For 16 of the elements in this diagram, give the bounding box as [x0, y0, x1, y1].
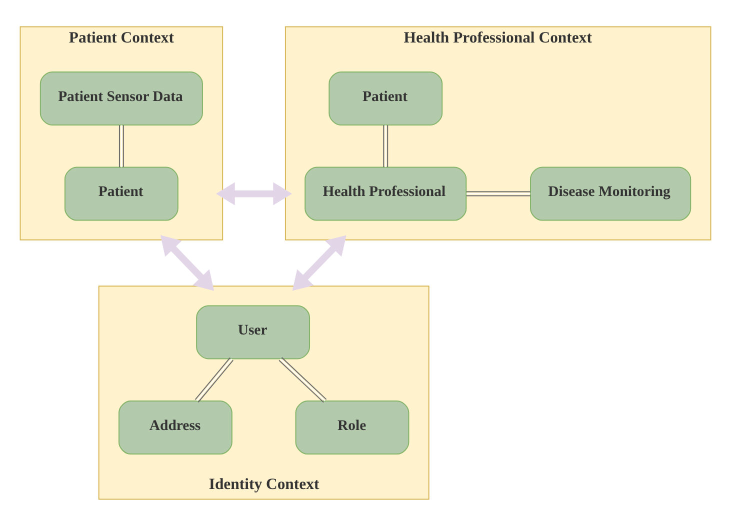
- connector: [194, 357, 234, 403]
- arrow: [292, 235, 346, 291]
- connector: [118, 124, 124, 168]
- node-box: Role: [295, 400, 410, 455]
- node-box: Health Professional: [304, 166, 467, 221]
- node-box: Patient Sensor Data: [40, 71, 203, 126]
- node-box: User: [196, 305, 310, 360]
- node-box: Patient: [64, 166, 178, 221]
- connector: [383, 124, 388, 168]
- node-box: Address: [118, 400, 232, 455]
- node-box: Patient: [328, 71, 443, 126]
- node-box: Disease Monitoring: [530, 166, 692, 221]
- arrow: [160, 235, 214, 291]
- arrow: [216, 182, 292, 206]
- connector: [466, 191, 531, 196]
- connector: [278, 357, 327, 403]
